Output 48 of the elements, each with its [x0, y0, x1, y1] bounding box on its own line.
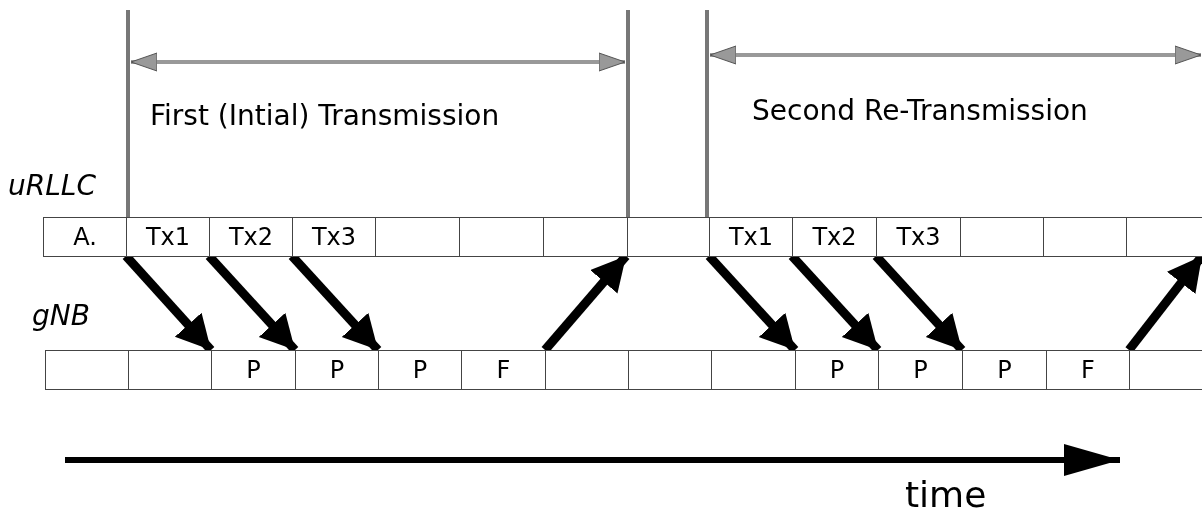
slot-label: Tx1 — [728, 225, 774, 249]
time-slot — [459, 217, 544, 257]
time-slot — [211, 350, 296, 390]
slot-label: P — [913, 358, 928, 382]
label-text: First (Intial) Transmission — [150, 98, 500, 133]
time-slot — [709, 217, 793, 257]
slot-label: Tx1 — [145, 225, 191, 249]
slot-label: Tx2 — [228, 225, 274, 249]
slot-label: P — [329, 358, 345, 382]
time-slot — [43, 217, 127, 257]
time-slot — [543, 217, 628, 257]
slot-label: Tx2 — [812, 225, 857, 249]
time-slot — [962, 350, 1047, 390]
time-slot — [209, 217, 293, 257]
time-slot — [711, 350, 796, 390]
time-slot — [1126, 217, 1202, 257]
time-slot — [126, 217, 210, 257]
time-slot — [295, 350, 379, 390]
slot-label: P — [246, 358, 261, 382]
slot-label: F — [1081, 358, 1095, 382]
label-text: uRLLC — [8, 168, 96, 203]
time-slot — [795, 350, 879, 390]
slot-label: A. — [73, 225, 97, 249]
time-slot — [128, 350, 212, 390]
time-slot — [627, 217, 710, 257]
time-slot — [378, 350, 462, 390]
time-slot — [375, 217, 460, 257]
time-slot — [628, 350, 712, 390]
time-slot — [1129, 350, 1202, 390]
slot-label: P — [997, 358, 1012, 382]
label-text: Second Re-Transmission — [752, 93, 1088, 128]
time-slot — [876, 217, 961, 257]
time-slot — [545, 350, 629, 390]
slot-label: P — [412, 358, 428, 382]
time-slot — [1043, 217, 1127, 257]
time-slot — [461, 350, 546, 390]
time-slot — [1046, 350, 1130, 390]
slot-label: P — [829, 358, 845, 382]
slot-label: F — [496, 358, 511, 382]
time-slot — [960, 217, 1044, 257]
label-text: gNB — [32, 298, 90, 333]
slot-label: Tx3 — [311, 225, 357, 249]
time-slot — [45, 350, 129, 390]
time-slot — [292, 217, 376, 257]
time-slot — [878, 350, 963, 390]
slot-label: Tx3 — [896, 225, 941, 249]
label-text: time — [905, 473, 987, 510]
time-slot — [792, 217, 877, 257]
